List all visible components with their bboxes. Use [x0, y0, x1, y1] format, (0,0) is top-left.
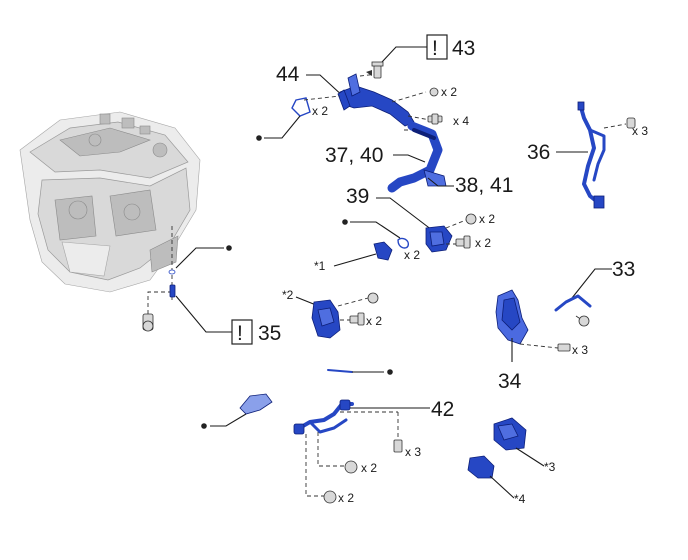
callout-38-41: 38, 41: [455, 174, 513, 197]
part-37-38-pipe: [387, 121, 443, 193]
callout-44: 44: [276, 63, 300, 86]
callout-36: 36: [527, 141, 550, 164]
connection-dot: [256, 135, 262, 141]
caution-mark-35: !: [237, 322, 243, 345]
part-44-group: 44 x 2: [256, 63, 431, 141]
bolts-44: x 2 x 4: [427, 85, 469, 128]
ref-3-4-group: *3 *4: [467, 417, 556, 506]
caution-mark-43: !: [432, 37, 438, 60]
part-42-group: 42 x 3 x 2 x 2: [293, 398, 454, 505]
callout-35: 35: [258, 322, 281, 345]
part-43-group: ! 43: [366, 34, 475, 79]
qty-42-bolts-mid: x 2: [361, 461, 377, 475]
ref-mark-2: *2: [282, 288, 294, 302]
part-35-group: ! 35: [142, 226, 281, 345]
qty-36-bolts: x 3: [632, 124, 648, 138]
ref-1-group: *1: [314, 241, 393, 273]
connection-dot: [226, 245, 232, 251]
gasket-left-group: [201, 393, 273, 429]
qty-ref2-bolts: x 2: [366, 314, 382, 328]
qty-39-bolts-lower: x 2: [475, 236, 491, 250]
qty-44-bolts: x 4: [453, 114, 469, 128]
part-39-group: 39 x 2 x 2 x 2: [342, 185, 495, 262]
part-33-34-group: 33 34 x 3: [495, 258, 635, 393]
part-39-gasket: [397, 237, 410, 249]
callout-33: 33: [612, 258, 635, 281]
callout-43: 43: [452, 37, 475, 60]
connection-dot: [201, 423, 207, 429]
qty-42-bolts-right: x 3: [405, 445, 421, 459]
ref-4-part: [467, 455, 495, 479]
small-tube-group: [327, 369, 393, 375]
ref-mark-1: *1: [314, 259, 326, 273]
ref-mark-3: *3: [544, 460, 556, 474]
connection-dot: [342, 219, 348, 225]
callout-42: 42: [431, 398, 454, 421]
part-36-tube: [578, 102, 602, 206]
gasket-left: [239, 393, 273, 415]
qty-42-bolts-lower: x 2: [338, 491, 354, 505]
part-37-38-40-41-group: 37, 40 38, 41: [325, 121, 513, 197]
callout-34: 34: [498, 370, 522, 393]
callout-37-40: 37, 40: [325, 144, 383, 167]
connection-dot: [387, 369, 393, 375]
caution-icon-35: [231, 319, 253, 345]
qty-44-gasket: x 2: [312, 104, 328, 118]
ref-mark-4: *4: [514, 492, 526, 506]
callout-39: 39: [346, 185, 369, 208]
qty-39-bolts-upper: x 2: [479, 212, 495, 226]
qty-34-bolts: x 3: [572, 343, 588, 357]
qty-39-gasket: x 2: [404, 248, 420, 262]
part-33-tube: [554, 294, 592, 312]
ref-2-group: *2 x 2: [282, 288, 382, 339]
engine-assembly-illustration: [19, 111, 201, 293]
qty-44-nuts: x 2: [441, 85, 457, 99]
part-44-gasket: [291, 97, 311, 117]
ref-1-part: [373, 241, 393, 261]
part-36-group: 36 x 3: [527, 101, 648, 209]
